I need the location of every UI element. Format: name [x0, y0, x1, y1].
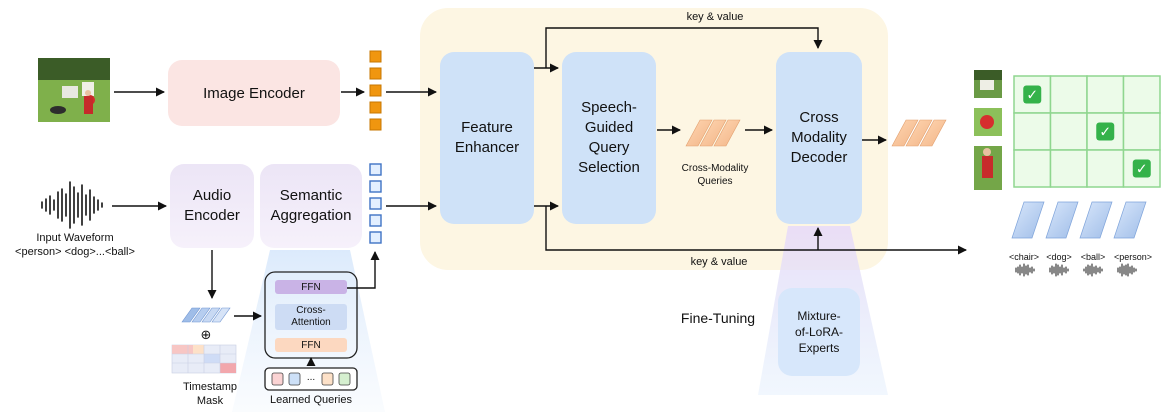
- decoder-output-cubes: [891, 119, 947, 147]
- flow-arrows: [112, 27, 967, 366]
- input-waveform-label: Input Waveform: [36, 232, 114, 244]
- image-encoder-label: Image Encoder: [203, 84, 305, 102]
- learned-queries-ellipsis: ...: [306, 372, 316, 383]
- learned-query-4: [338, 372, 351, 386]
- oplus-symbol: ⊕: [200, 328, 212, 343]
- ffn-top-box: [275, 280, 347, 294]
- image-encoder-box: [168, 60, 340, 126]
- output-token-person: <person>: [1113, 252, 1153, 262]
- cross-attention-label: Cross- Attention: [291, 305, 331, 328]
- key-value-top-label: key & value: [686, 11, 744, 23]
- learned-query-3: [321, 372, 334, 386]
- query-selection-label: Speech- Guided Query Selection: [578, 99, 640, 176]
- match-grid-cell: [1122, 112, 1161, 151]
- check-box-icon: [1132, 159, 1151, 178]
- key-value-bottom-label: key & value: [690, 256, 748, 268]
- ffn-bottom-box: [275, 338, 347, 352]
- timestamp-mask-grid: [171, 344, 237, 374]
- cross-modality-query-cubes: [685, 119, 741, 147]
- audio-feature-cubes: [181, 307, 231, 323]
- timestamp-mask-label: Timestamp Mask: [183, 381, 237, 407]
- lora-experts-label: Mixture- of-LoRA- Experts: [794, 309, 844, 355]
- check-mark-icon: ✓: [1136, 162, 1148, 178]
- audio-waveform-icon: [41, 181, 103, 229]
- check-box-icon: [1023, 85, 1042, 104]
- semantic-aggregation-label: Semantic Aggregation: [270, 187, 352, 224]
- fine-tuning-label: Fine-Tuning: [680, 310, 756, 326]
- learned-queries-tray: [264, 367, 358, 391]
- match-grid-cell: [1013, 149, 1052, 188]
- learned-query-1: [271, 372, 284, 386]
- match-grid: ✓ ✓ ✓: [1013, 75, 1161, 188]
- match-grid-cell: [1086, 149, 1125, 188]
- semantic-aggregation-box: [260, 164, 362, 248]
- lora-experts-box: [778, 288, 860, 376]
- output-token-dog: <dog>: [1046, 252, 1072, 262]
- photo-thumbnail-icon: [974, 70, 1002, 190]
- audio-encoder-box: [170, 164, 254, 248]
- match-grid-cell: [1122, 75, 1161, 114]
- output-token-chair: <chair>: [1008, 252, 1040, 262]
- match-grid-cell: [1013, 112, 1052, 151]
- ffn-top-label: FFN: [301, 281, 321, 293]
- check-mark-icon: ✓: [1099, 125, 1111, 141]
- match-grid-cell: [1049, 149, 1088, 188]
- output-waveform-icons: [1015, 263, 1137, 277]
- learned-query-2: [288, 372, 301, 386]
- cross-attention-box: [275, 304, 347, 330]
- output-token-cubes: [1011, 201, 1147, 239]
- input-tokens-label: <person> <dog>...<ball>: [15, 246, 135, 258]
- learned-queries-label: Learned Queries: [270, 394, 352, 406]
- cross-modality-queries-label: Cross-Modality Queries: [681, 163, 749, 187]
- input-photo-thumbnail: [38, 58, 110, 122]
- check-box-icon: [1096, 122, 1115, 141]
- image-feature-tokens: [369, 50, 382, 131]
- output-token-ball: <ball>: [1080, 252, 1106, 262]
- query-selection-box: [562, 52, 656, 224]
- feature-enhancer-label: Feature Enhancer: [454, 119, 520, 156]
- match-grid-cell: [1049, 75, 1088, 114]
- semantic-feature-tokens: [369, 163, 382, 244]
- check-mark-icon: ✓: [1026, 88, 1038, 104]
- audio-encoder-label: Audio Encoder: [184, 187, 240, 224]
- cross-modality-decoder-label: Cross Modality Decoder: [790, 109, 848, 166]
- feature-enhancer-box: [440, 52, 534, 224]
- match-grid-cell: [1049, 112, 1088, 151]
- match-grid-cell: [1086, 75, 1125, 114]
- cross-modality-decoder-box: [776, 52, 862, 224]
- ffn-bottom-label: FFN: [301, 339, 321, 351]
